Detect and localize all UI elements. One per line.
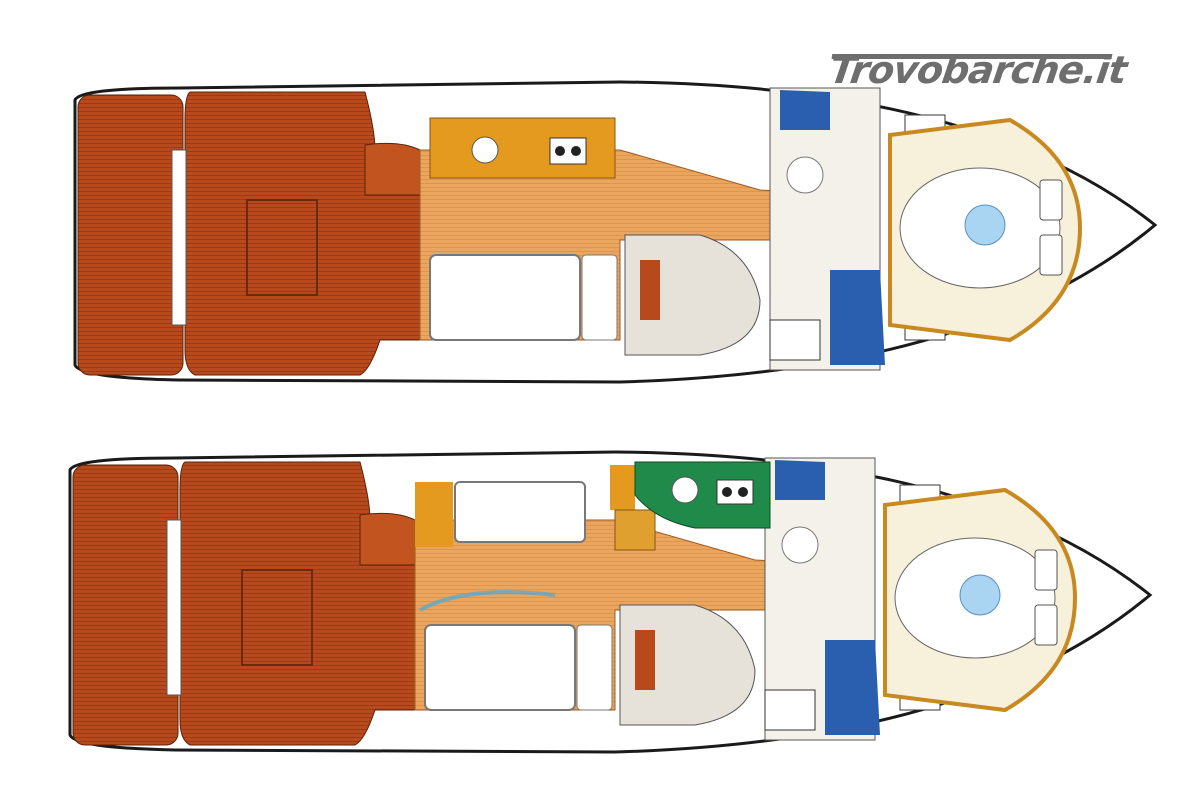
galley-counter [634, 461, 771, 529]
deck-plan-bottom [68, 450, 1152, 754]
watermark-swoosh [419, 590, 556, 612]
deck-plan-top [73, 80, 1157, 384]
dinette-sofa [454, 481, 586, 543]
sink-icon [671, 476, 699, 504]
sink-icon [471, 136, 499, 164]
trovobarche-logo: Trovobarche.it [826, 48, 1130, 92]
galley-counter [429, 117, 616, 179]
